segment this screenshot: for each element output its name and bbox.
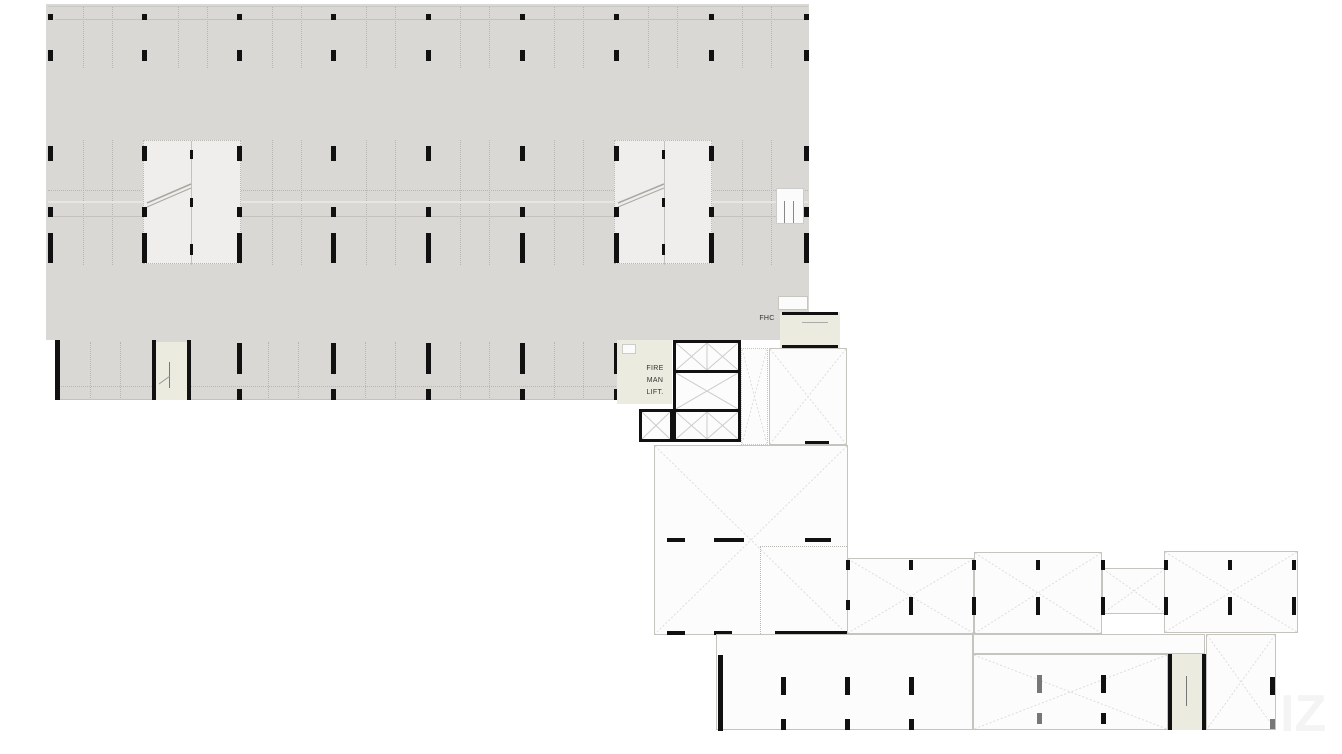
staircase-south xyxy=(1168,654,1206,730)
south-wing-room-corner xyxy=(1206,634,1276,730)
parking-area-lower-strip xyxy=(55,340,617,400)
lift-shaft-small xyxy=(639,409,673,442)
stair-arrow-icon xyxy=(158,375,171,385)
fire-lift-label-line3: LIFT. xyxy=(646,389,664,396)
lift-shaft-bottom xyxy=(673,409,741,442)
service-room-north xyxy=(769,348,847,445)
east-wing-room-4 xyxy=(1164,551,1298,633)
south-wing-hall xyxy=(716,634,973,731)
fhc-cabinet xyxy=(778,296,808,310)
south-wing-corridor xyxy=(973,634,1205,654)
fhc-label: FHC xyxy=(759,315,775,322)
watermark: IZ xyxy=(1280,685,1327,743)
fire-lift-lobby xyxy=(617,340,672,404)
staircase-west xyxy=(156,342,187,400)
east-wing-room-3 xyxy=(1102,568,1166,614)
ramp-arrow-icon xyxy=(146,183,192,208)
south-wing-room-east xyxy=(973,654,1168,730)
fire-lift-label-line1: FIRE xyxy=(646,365,664,372)
staircase-east-lower xyxy=(780,312,840,348)
central-block xyxy=(654,445,848,635)
lift-shaft-middle xyxy=(673,373,741,409)
east-wing-room-1 xyxy=(847,558,974,634)
staircase-east-upper xyxy=(776,188,804,224)
fire-lift-label-line2: MAN xyxy=(646,377,664,384)
lift-shaft-top xyxy=(673,340,741,373)
duct-shaft xyxy=(741,348,768,445)
ramp-arrow-icon xyxy=(617,183,665,208)
parking-area-corner xyxy=(617,300,777,340)
